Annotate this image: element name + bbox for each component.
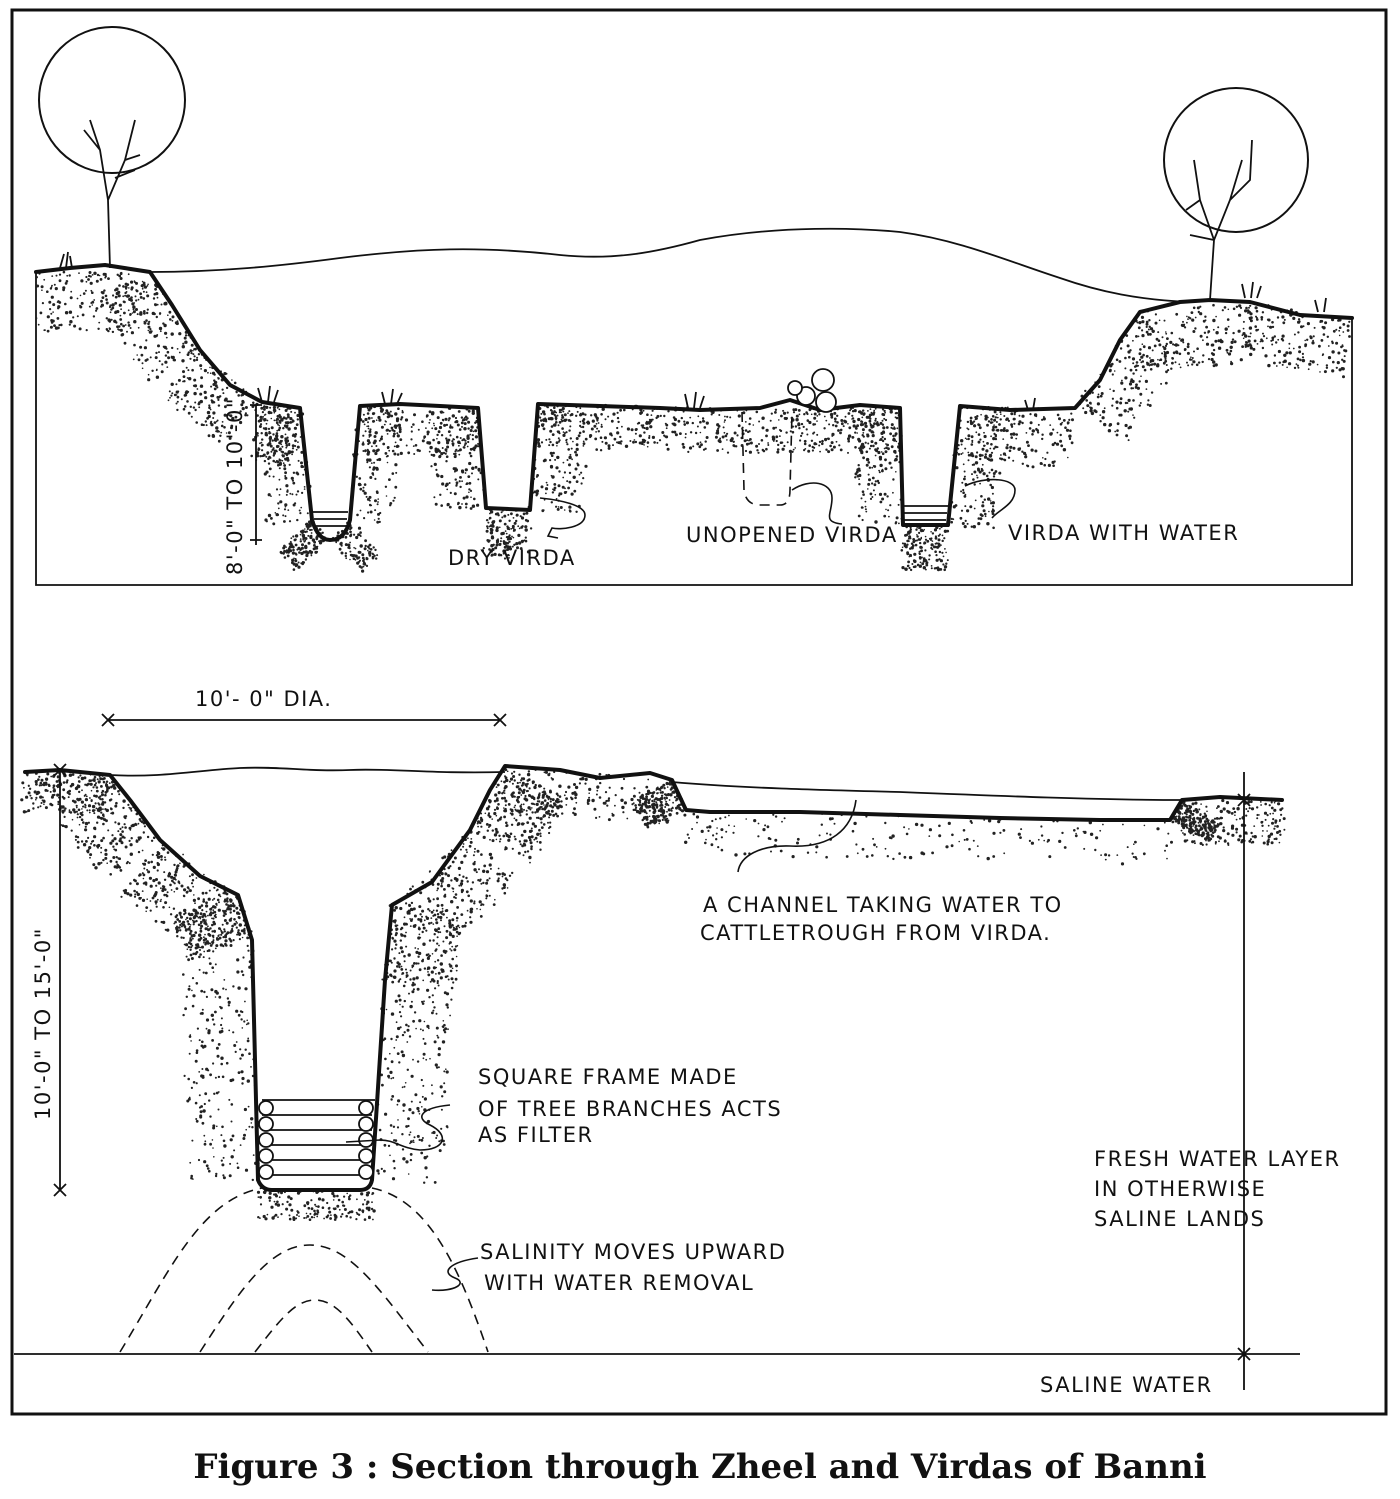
- virda-water-left: [313, 511, 348, 527]
- soil-stipple-top: [36, 270, 1351, 573]
- label-salinity-line1: SALINITY MOVES UPWARD: [480, 1240, 786, 1264]
- top-section: 8'-0" TO 10'-0" DRY VIRDA UNOPENED VIRDA…: [34, 26, 1354, 586]
- figure-border: [10, 8, 1388, 1416]
- label-channel-line1: A CHANNEL TAKING WATER TO: [703, 893, 1063, 917]
- water-surface-line: [109, 766, 506, 777]
- bottom-depth-label: 10'-0" TO 15'-0": [31, 927, 55, 1120]
- label-dry-virda: DRY VIRDA: [448, 546, 576, 570]
- top-section-box: [35, 272, 1353, 586]
- label-unopened-virda: UNOPENED VIRDA: [686, 523, 898, 547]
- tree-right: [1163, 87, 1309, 301]
- label-frame-line2: OF TREE BRANCHES ACTS: [478, 1097, 782, 1121]
- label-frame-line3: AS FILTER: [478, 1123, 594, 1147]
- bottom-section: 10'- 0" DIA. 10'-0" TO 15'-0": [14, 687, 1341, 1397]
- label-frame-line1: SQUARE FRAME MADE: [478, 1065, 738, 1089]
- top-depth-dimension: [250, 404, 262, 545]
- top-depth-label: 8'-0" TO 10'-0": [223, 397, 247, 575]
- figure-caption: Figure 3 : Section through Zheel and Vir…: [193, 1447, 1206, 1487]
- label-saline-water: SALINE WATER: [1040, 1373, 1213, 1397]
- leader-frame: [345, 1104, 451, 1151]
- stones: [787, 368, 837, 413]
- grass-tufts: [59, 251, 1327, 411]
- unopened-virda-outline: [741, 411, 793, 506]
- fresh-layer-dimension: [1237, 772, 1251, 1390]
- label-fresh-line1: FRESH WATER LAYER: [1094, 1147, 1341, 1171]
- label-salinity-line2: WITH WATER REMOVAL: [484, 1271, 754, 1295]
- leader-virda-water: [964, 478, 1016, 519]
- label-fresh-line2: IN OTHERWISE: [1094, 1177, 1266, 1201]
- filter-frame: [258, 1099, 375, 1180]
- salinity-dome: [119, 1187, 489, 1353]
- tree-left: [38, 26, 186, 269]
- label-channel-line2: CATTLETROUGH FROM VIRDA.: [700, 921, 1051, 945]
- ground-profile-top: [34, 263, 1354, 542]
- bottom-depth-dimension: [53, 763, 67, 1197]
- leader-unopened-virda: [791, 482, 843, 525]
- diameter-label: 10'- 0" DIA.: [195, 687, 332, 711]
- leader-channel: [737, 799, 857, 873]
- label-fresh-line3: SALINE LANDS: [1094, 1207, 1265, 1231]
- label-virda-with-water: VIRDA WITH WATER: [1008, 521, 1239, 545]
- channel-water-line: [671, 781, 1183, 801]
- leader-dry-virda: [539, 497, 586, 539]
- diameter-dimension: [101, 713, 507, 727]
- soil-stipple-bottom: [20, 767, 1286, 1221]
- leader-salinity: [431, 1257, 479, 1292]
- distant-hill-line: [149, 227, 1191, 303]
- virda-water-right: [903, 505, 948, 521]
- ground-profile-bottom: [23, 764, 1284, 1192]
